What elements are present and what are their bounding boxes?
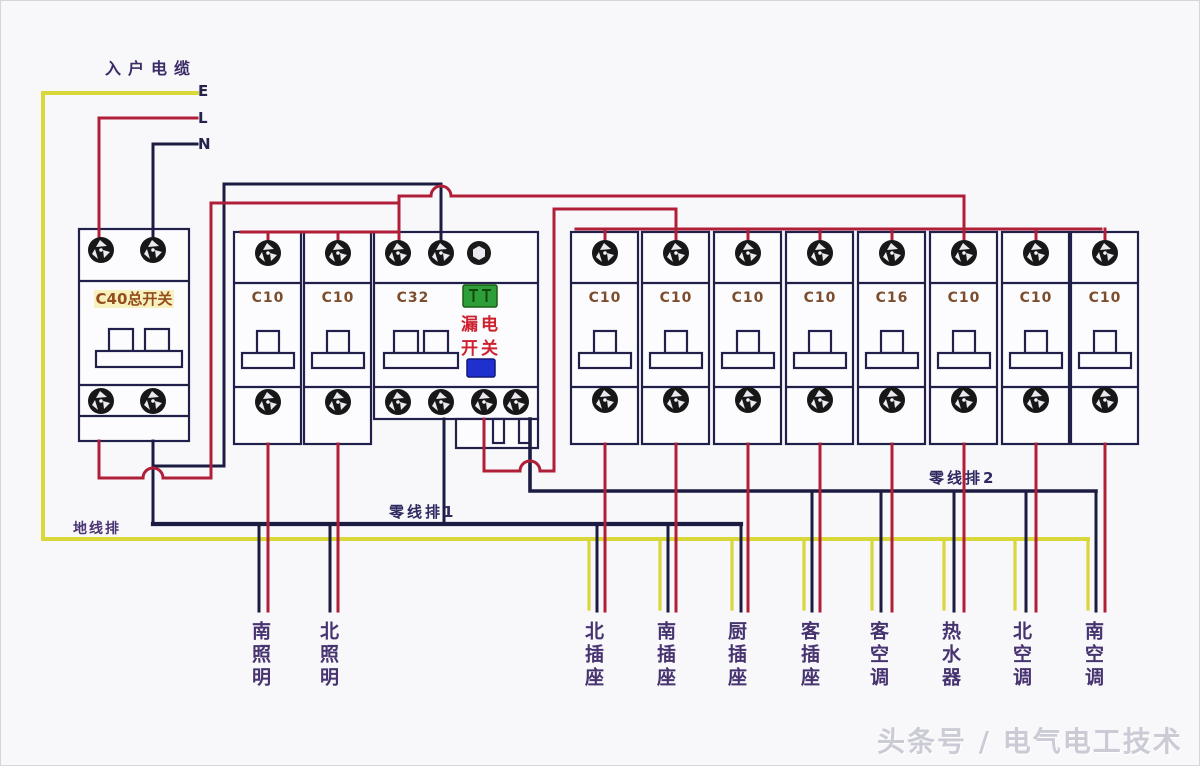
circuit-label-5: 厨插座 xyxy=(725,621,747,690)
wire-neutral xyxy=(150,142,1098,613)
neutral-incoming xyxy=(151,142,199,243)
rcd-leakage-label-line2: 开关 xyxy=(461,339,501,359)
neutral-bus2-stubs xyxy=(810,489,1098,613)
neutral-bus1-stubs xyxy=(257,522,743,613)
circuit-label-6: 客插座 xyxy=(798,621,820,690)
circuit-label-1: 南照明 xyxy=(249,621,271,690)
branch-breaker-7-label: C10 xyxy=(1019,290,1053,306)
rcd-breaker-c32-label: C32 xyxy=(396,290,430,306)
neutral-bus-2-label: 零线排2 xyxy=(929,469,997,487)
wire-label-l: L xyxy=(198,109,208,127)
live-main-to-rcd xyxy=(97,201,401,480)
rcd-test-button xyxy=(462,284,498,308)
branch-breaker-8 xyxy=(1069,230,1140,446)
wire-live xyxy=(97,116,1107,613)
wire-label-n: N xyxy=(198,135,211,153)
circuit-label-2: 北照明 xyxy=(317,621,339,690)
branch-breaker-5-label: C16 xyxy=(875,290,909,306)
branch-breaker-6-label: C10 xyxy=(947,290,981,306)
wire-label-e: E xyxy=(198,82,209,100)
incoming-cable-label: 入户电缆 xyxy=(105,59,198,78)
live-circuit-drops xyxy=(266,442,1107,613)
circuit-label-10: 南空调 xyxy=(1082,621,1104,690)
watermark: 头条号 / 电气电工技术 xyxy=(877,725,1183,758)
main-breaker-label: C40总开关 xyxy=(84,288,184,309)
ground-branch-stubs xyxy=(587,537,1090,611)
live-rcd-out-feed xyxy=(482,207,678,473)
branch-breaker-1-label: C10 xyxy=(588,290,622,306)
circuit-label-9: 北空调 xyxy=(1010,621,1032,690)
live-incoming xyxy=(97,116,199,243)
branch-breaker-3-label: C10 xyxy=(731,290,765,306)
branch-breaker-4-label: C10 xyxy=(803,290,837,306)
rcd-reset-button xyxy=(466,358,496,378)
circuit-label-8: 热水器 xyxy=(939,621,961,690)
neutral-main-to-rcd xyxy=(151,182,443,468)
circuit-label-4: 南插座 xyxy=(654,621,676,690)
main-breaker-label-text: C40总开关 xyxy=(93,290,175,308)
rcd-breaker-1-label: C10 xyxy=(251,290,285,306)
ground-bus-label: 地线排 xyxy=(73,521,121,537)
branch-breaker-2-label: C10 xyxy=(659,290,693,306)
live-top-feed xyxy=(397,184,966,231)
live-branch-bus xyxy=(574,227,1107,245)
ground-main-run xyxy=(41,91,1090,541)
neutral-bus-2 xyxy=(528,417,1098,493)
neutral-bus-1-label: 零线排1 xyxy=(389,503,457,521)
wire-ground xyxy=(41,91,1090,611)
circuit-label-3: 北插座 xyxy=(582,621,604,690)
branch-breaker-8-label: C10 xyxy=(1088,290,1122,306)
rcd-breaker-2-label: C10 xyxy=(321,290,355,306)
circuit-label-7: 客空调 xyxy=(867,621,889,690)
rcd-leakage-label-line1: 漏电 xyxy=(461,315,501,335)
